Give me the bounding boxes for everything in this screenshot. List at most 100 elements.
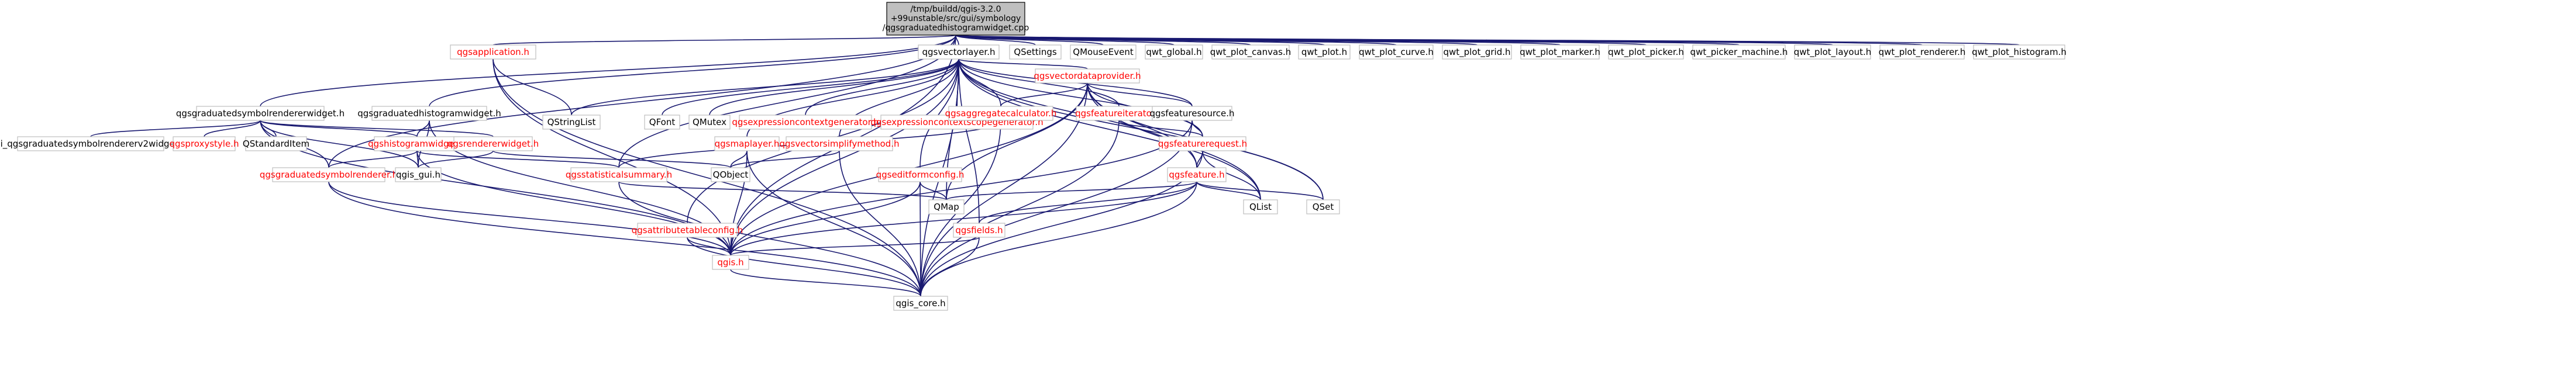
node-qgsfeatureiterator-h[interactable]: qgsfeatureiterator.h [1075,106,1163,121]
node-qgsexpressioncontextgenerator-h[interactable]: qgsexpressioncontextgenerator.h [732,115,879,130]
node-qgsstatisticalsummary-h[interactable]: qgsstatisticalsummary.h [566,167,672,182]
dependency-edge [979,181,1197,224]
svg-text:qwt_plot_canvas.h: qwt_plot_canvas.h [1210,47,1292,58]
svg-text:qgsfeature.h: qgsfeature.h [1169,169,1224,180]
node-qwt-plot-curve-h[interactable]: qwt_plot_curve.h [1359,44,1434,60]
node-qgsgraduatedsymbolrenderer-h[interactable]: qgsgraduatedsymbolrenderer.h [260,167,398,182]
dependency-edge [709,58,959,116]
node-qgsgraduatedsymbolrendererwidget-h[interactable]: qgsgraduatedsymbolrendererwidget.h [176,106,345,121]
node-qgsproxystyle-h[interactable]: qgsproxystyle.h [170,136,239,151]
node-qgis-gui-h[interactable]: qgis_gui.h [395,167,442,182]
node-qgis-core-h[interactable]: qgis_core.h [893,296,948,311]
dependency-edge [571,58,959,116]
svg-text:qwt_plot_curve.h: qwt_plot_curve.h [1359,47,1434,58]
dependency-edge [920,237,980,297]
node-qgsvectorsimplifymethod-h[interactable]: qgsvectorsimplifymethod.h [780,136,900,151]
dependency-edge [920,181,1197,297]
node-qgsgraduatedhistogramwidget-h[interactable]: qgsgraduatedhistogramwidget.h [357,106,501,121]
svg-text:qgsvectorsimplifymethod.h: qgsvectorsimplifymethod.h [780,138,900,149]
dependency-edge [260,120,494,137]
node-qgsvectorlayer-h[interactable]: qgsvectorlayer.h [918,44,1000,60]
svg-text:qgsmaplayer.h: qgsmaplayer.h [715,138,780,149]
dependency-edge [204,120,261,137]
node-qgseditformconfig-h[interactable]: qgseditformconfig.h [876,167,965,182]
svg-text:qwt_plot_layout.h: qwt_plot_layout.h [1794,47,1872,58]
svg-text:qgsfeaturerequest.h: qgsfeaturerequest.h [1158,138,1247,149]
node-qwt-plot-renderer-h[interactable]: qwt_plot_renderer.h [1879,44,1966,60]
svg-text:QStringList: QStringList [547,117,596,127]
svg-text:qgsvectorlayer.h: qgsvectorlayer.h [922,47,996,57]
node-qmouseevent[interactable]: QMouseEvent [1070,44,1137,60]
node-qstringlist[interactable]: QStringList [542,115,601,130]
dependency-edge [919,181,921,297]
node-qgsmaplayer-h[interactable]: qgsmaplayer.h [714,136,780,151]
node-qfont[interactable]: QFont [644,115,680,130]
dependency-edge [328,150,418,168]
svg-text:ui_qgsgraduatedsymbolrendererv: ui_qgsgraduatedsymbolrendererv2widget.h [0,138,187,150]
node-qwt-plot-h[interactable]: qwt_plot.h [1298,44,1351,60]
svg-text:qwt_picker_machine.h: qwt_picker_machine.h [1690,47,1788,58]
node-qwt-picker-machine-h[interactable]: qwt_picker_machine.h [1690,44,1788,60]
node-qgis-h[interactable]: qgis.h [712,255,749,270]
svg-text:qgsgraduatedsymbolrenderer.h: qgsgraduatedsymbolrenderer.h [260,169,398,180]
dependency-edge [920,82,1088,297]
svg-text:qgis_core.h: qgis_core.h [896,298,945,309]
dependency-edge [618,34,956,168]
node-qgsfeature-h[interactable]: qgsfeature.h [1167,167,1227,182]
node-qgsfeaturesource-h[interactable]: qgsfeaturesource.h [1149,106,1235,121]
node-qset[interactable]: QSet [1306,199,1340,214]
node-qwt-plot-marker-h[interactable]: qwt_plot_marker.h [1520,44,1600,60]
node-ui-qgsgraduatedsymbolrendererv2widget-h[interactable]: ui_qgsgraduatedsymbolrendererv2widget.h [0,136,187,151]
node-qgsrendererwidget-h[interactable]: qgsrendererwidget.h [447,136,539,151]
svg-text:QMap: QMap [934,202,959,212]
dependency-edge [416,150,619,168]
node-qgsvectordataprovider-h[interactable]: qgsvectordataprovider.h [1034,68,1141,84]
dependency-edge [920,120,1120,297]
svg-text:QStandardItem: QStandardItem [243,138,309,149]
node-qwt-plot-canvas-h[interactable]: qwt_plot_canvas.h [1210,44,1292,60]
node-qlist[interactable]: QList [1243,199,1278,214]
node-qwt-plot-picker-h[interactable]: qwt_plot_picker.h [1608,44,1684,60]
dependency-edge [946,181,1197,200]
svg-text:qgsfeaturesource.h: qgsfeaturesource.h [1149,108,1234,119]
node-qgsaggregatecalculator-h[interactable]: qgsaggregatecalculator.h [945,106,1057,121]
node-qmap[interactable]: QMap [928,199,965,214]
dependency-edge [493,58,921,297]
svg-text:qwt_plot_renderer.h: qwt_plot_renderer.h [1879,47,1966,58]
node-qmutex[interactable]: QMutex [688,115,731,130]
node-qgsattributetableconfig-h[interactable]: qgsattributetableconfig.h [632,223,743,238]
node-qwt-plot-grid-h[interactable]: qwt_plot_grid.h [1442,44,1512,60]
node-qobject[interactable]: QObject [711,167,750,182]
node-qwt-plot-layout-h[interactable]: qwt_plot_layout.h [1794,44,1872,60]
dependency-edge [418,150,494,168]
node-qwt-global-h[interactable]: qwt_global.h [1145,44,1203,60]
node-qstandarditem[interactable]: QStandardItem [243,136,309,151]
svg-text:QSettings: QSettings [1014,47,1057,57]
dependency-edge [1191,120,1203,137]
dependency-edge [919,58,959,168]
svg-text:qwt_plot_marker.h: qwt_plot_marker.h [1520,47,1600,58]
svg-text:qgshistogramwidget.h: qgshistogramwidget.h [368,138,466,149]
root-node-line-3: /qgsgraduatedhistogramwidget.cpp [883,23,1029,33]
node-qgsfields-h[interactable]: qgsfields.h [953,223,1005,238]
node-qgshistogramwidget-h[interactable]: qgshistogramwidget.h [368,136,466,151]
dependency-edge [687,237,731,256]
svg-text:QObject: QObject [713,169,749,180]
dependency-edge [260,120,418,137]
svg-text:QList: QList [1249,202,1272,212]
dependency-edge [730,150,748,168]
dependency-edge [919,181,947,200]
dependency-edge [1196,181,1324,200]
node-qgsfeaturerequest-h[interactable]: qgsfeaturerequest.h [1158,136,1247,151]
svg-text:QFont: QFont [649,117,676,127]
node-qgsapplication-h[interactable]: qgsapplication.h [450,44,536,60]
node-qwt-plot-histogram-h[interactable]: qwt_plot_histogram.h [1972,44,2067,60]
dependency-edge [920,120,1193,297]
dependency-edge [328,181,731,256]
svg-text:qwt_plot_grid.h: qwt_plot_grid.h [1443,47,1510,58]
dependency-edge [662,58,959,116]
node-qsettings[interactable]: QSettings [1009,44,1062,60]
dependency-edge [730,269,921,297]
svg-text:qgsgraduatedsymbolrendererwidg: qgsgraduatedsymbolrendererwidget.h [176,108,345,119]
